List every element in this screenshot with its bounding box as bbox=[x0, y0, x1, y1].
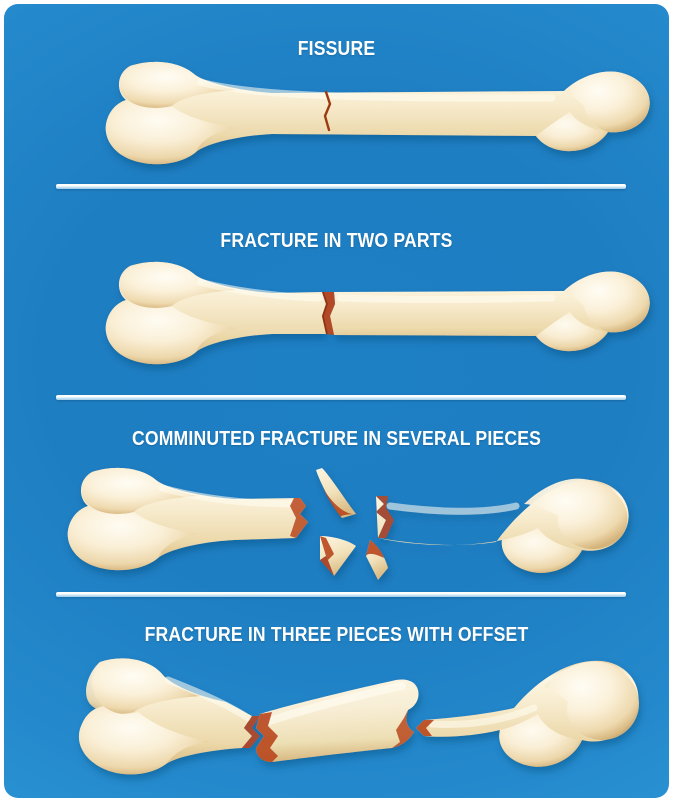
bone-illustration-three-pieces-offset bbox=[4, 650, 669, 795]
bone-fragment-right bbox=[330, 271, 650, 352]
bone-fragment-left bbox=[105, 261, 326, 365]
bone-splinter-left bbox=[320, 536, 356, 576]
divider-3 bbox=[56, 592, 626, 597]
panel-title-comminuted-fracture: COMMINUTED FRACTURE IN SEVERAL PIECES bbox=[131, 428, 542, 450]
divider-1 bbox=[56, 184, 626, 189]
bone-illustration-comminuted bbox=[4, 456, 669, 586]
panel-fracture-two-parts: FRACTURE IN TWO PARTS bbox=[4, 200, 669, 400]
bone-piece-right-offset bbox=[416, 660, 640, 767]
fracture-types-infographic: FISSURE bbox=[4, 4, 669, 798]
fracture-line-fissure bbox=[323, 90, 332, 132]
panel-title-fissure: FISSURE bbox=[297, 38, 376, 60]
bone-piece-left-offset bbox=[78, 658, 260, 775]
panel-comminuted-fracture: COMMINUTED FRACTURE IN SEVERAL PIECES bbox=[4, 400, 669, 600]
divider-2 bbox=[56, 395, 626, 400]
bone-illustration-two-parts bbox=[4, 242, 669, 382]
bone-splinter-right bbox=[366, 540, 388, 580]
panel-fissure: FISSURE bbox=[4, 4, 669, 200]
panel-title-fracture-two-parts: FRACTURE IN TWO PARTS bbox=[220, 230, 453, 252]
panel-title-fracture-three-pieces-offset: FRACTURE IN THREE PIECES WITH OFFSET bbox=[144, 624, 529, 646]
panel-fracture-three-pieces-offset: FRACTURE IN THREE PIECES WITH OFFSET bbox=[4, 600, 669, 798]
fracture-gap-two-parts bbox=[322, 291, 335, 335]
bone-splinter-top bbox=[316, 468, 356, 518]
bone-piece-middle-offset bbox=[256, 679, 419, 762]
bone-fragment-left-comminuted bbox=[67, 467, 308, 571]
bone-whole bbox=[105, 61, 650, 165]
bone-illustration-fissure bbox=[4, 48, 669, 178]
bone-fragment-right-comminuted bbox=[376, 478, 629, 573]
